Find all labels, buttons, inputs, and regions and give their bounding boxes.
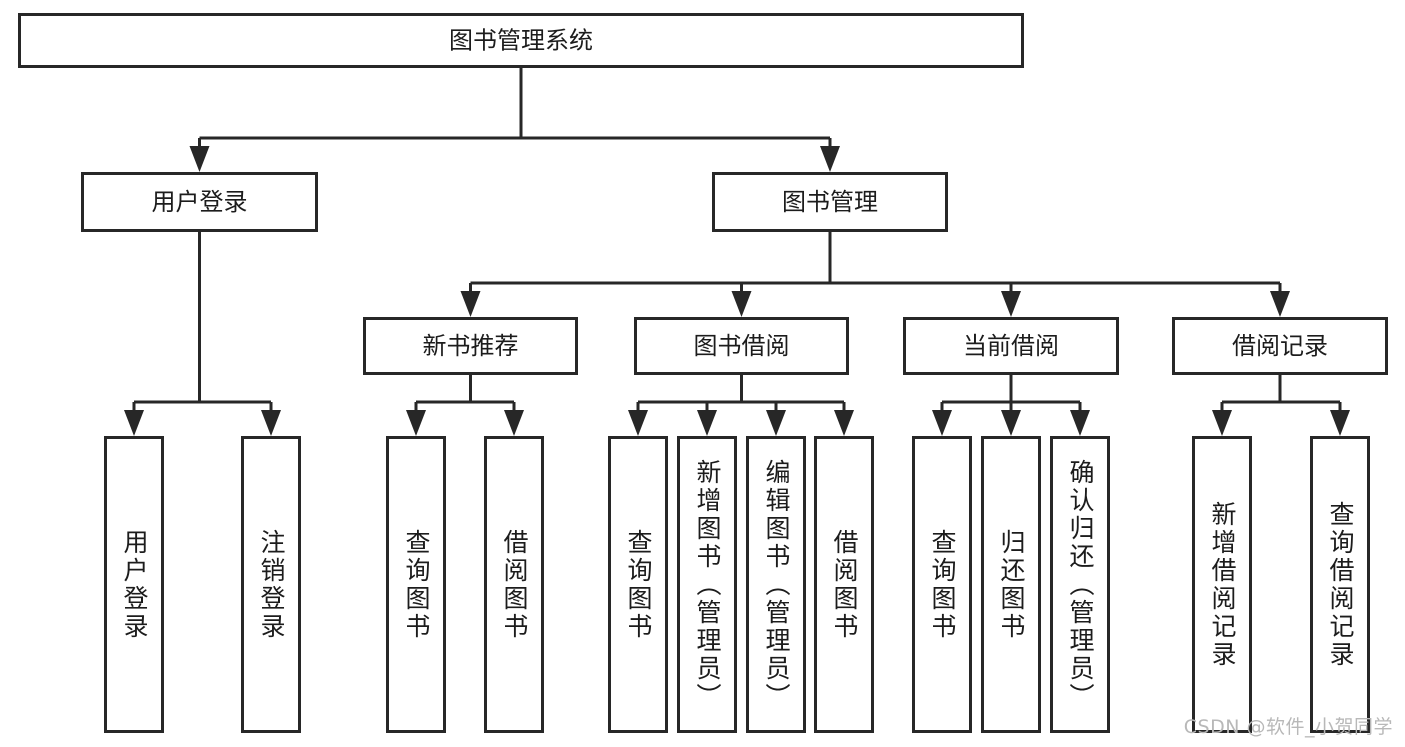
node-leaf-logout[interactable] [241, 436, 301, 733]
node-leaf-add-book[interactable] [677, 436, 737, 733]
node-leaf-return-book[interactable] [981, 436, 1041, 733]
arrow-head-icon [189, 146, 210, 172]
node-label-user-login: 用户登录 [152, 188, 248, 216]
node-leaf-user-login[interactable] [104, 436, 164, 733]
arrow-head-icon [504, 410, 524, 436]
node-current-borrow[interactable] [903, 317, 1119, 375]
connector-layer [124, 68, 1350, 436]
arrow-head-icon [697, 410, 717, 436]
arrow-head-icon [932, 410, 952, 436]
node-label-new-book-recommend: 新书推荐 [423, 332, 519, 360]
node-leaf-query-book-borrow[interactable] [608, 436, 668, 733]
node-label-root: 图书管理系统 [449, 27, 593, 55]
arrow-head-icon [406, 410, 426, 436]
arrow-head-icon [1070, 410, 1090, 436]
node-leaf-borrow-book-rec[interactable] [484, 436, 544, 733]
node-book-management[interactable] [712, 172, 948, 232]
node-label-book-borrow: 图书借阅 [694, 332, 790, 360]
node-borrow-records[interactable] [1172, 317, 1388, 375]
node-leaf-borrow-book[interactable] [814, 436, 874, 733]
arrow-head-icon [834, 410, 854, 436]
node-label-book-management: 图书管理 [782, 188, 878, 216]
node-leaf-query-record[interactable] [1310, 436, 1370, 733]
arrow-head-icon [766, 410, 786, 436]
node-box-layer [18, 13, 1388, 733]
arrow-head-icon [1001, 291, 1021, 317]
node-user-login[interactable] [81, 172, 318, 232]
node-book-borrow[interactable] [634, 317, 849, 375]
arrow-head-icon [124, 410, 144, 436]
node-leaf-confirm-return[interactable] [1050, 436, 1110, 733]
arrow-head-icon [261, 410, 281, 436]
arrow-head-icon [1270, 291, 1290, 317]
arrow-head-icon [1212, 410, 1232, 436]
arrow-head-icon [628, 410, 648, 436]
arrow-head-icon [1330, 410, 1350, 436]
node-leaf-edit-book[interactable] [746, 436, 806, 733]
node-leaf-query-book-rec[interactable] [386, 436, 446, 733]
arrow-head-icon [460, 291, 481, 317]
arrow-head-icon [731, 291, 752, 317]
node-leaf-add-record[interactable] [1192, 436, 1252, 733]
node-leaf-query-book-current[interactable] [912, 436, 972, 733]
watermark-text: CSDN @软件_小贺同学 [1183, 716, 1393, 738]
arrow-head-icon [1001, 410, 1021, 436]
node-label-current-borrow: 当前借阅 [963, 332, 1059, 360]
node-new-book-recommend[interactable] [363, 317, 578, 375]
arrow-head-icon [820, 146, 840, 172]
node-label-borrow-records: 借阅记录 [1232, 332, 1328, 360]
node-root[interactable] [18, 13, 1024, 68]
